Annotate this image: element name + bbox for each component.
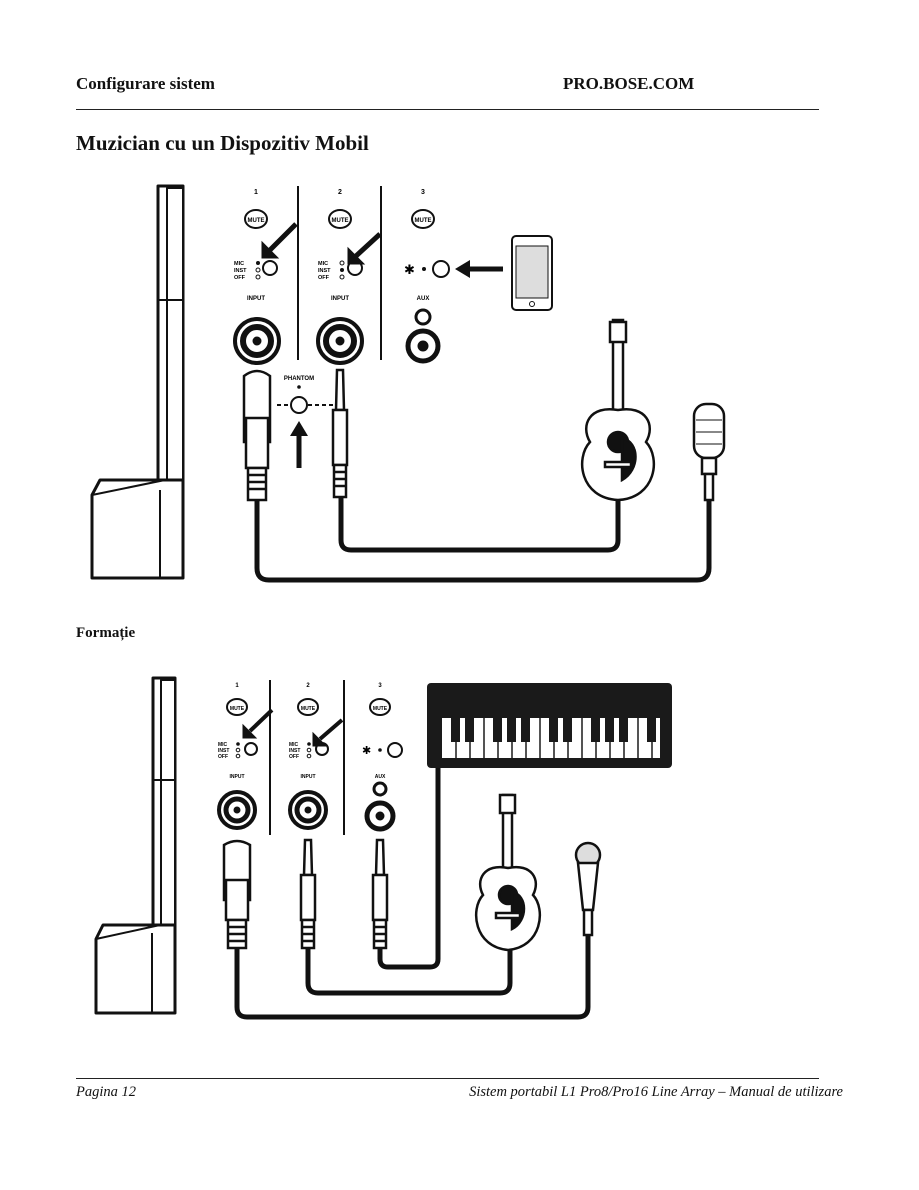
channel-3-mute-button bbox=[369, 698, 391, 716]
mute-label: MUTE bbox=[332, 218, 349, 224]
figure-musician-mobile: 1 2 3 MUTE MUTE MUTE MIC INST OFF MIC IN… bbox=[90, 184, 726, 583]
xlr-plug bbox=[242, 369, 272, 502]
off-label: OFF bbox=[318, 275, 330, 281]
channel-1-mute-button bbox=[226, 698, 248, 716]
manual-title: Sistem portabil L1 Pro8/Pro16 Line Array… bbox=[469, 1084, 843, 1100]
page-number: Pagina 12 bbox=[76, 1084, 137, 1100]
aux-label: AUX bbox=[417, 296, 430, 302]
channel-1-number: 1 bbox=[235, 683, 239, 689]
bluetooth-icon: ✱ bbox=[404, 262, 415, 277]
tonematch-button-1 bbox=[262, 260, 278, 276]
channel-1-mute-button bbox=[244, 209, 268, 229]
acoustic-guitar bbox=[474, 793, 542, 952]
inst-label: INST bbox=[289, 748, 300, 754]
off-label: OFF bbox=[218, 754, 228, 760]
quarter-inch-plug bbox=[371, 838, 389, 950]
mute-label: MUTE bbox=[373, 706, 388, 712]
mute-label: MUTE bbox=[230, 706, 245, 712]
mobile-phone bbox=[511, 235, 553, 311]
condenser-microphone bbox=[692, 402, 726, 502]
quarter-inch-plug bbox=[331, 368, 349, 499]
keyboard-instrument bbox=[427, 683, 672, 768]
mic-label: MIC bbox=[234, 261, 244, 267]
aux-jack-small bbox=[372, 781, 388, 797]
input-label: INPUT bbox=[331, 296, 349, 302]
header-rule bbox=[76, 109, 819, 110]
channel-2-mute-button bbox=[328, 209, 352, 229]
channel-3-number: 3 bbox=[421, 189, 425, 196]
channel-2-number: 2 bbox=[306, 683, 310, 689]
figure-band: 1 2 3 MUTE MUTE MUTE MIC INST OFF MIC IN… bbox=[94, 676, 672, 1020]
channel-3-number: 3 bbox=[378, 683, 382, 689]
arrow-left-icon bbox=[455, 260, 470, 278]
mic-label: MIC bbox=[218, 742, 228, 748]
header-website: PRO.BOSE.COM bbox=[563, 74, 695, 93]
line-array-speaker bbox=[90, 184, 185, 580]
input-label: INPUT bbox=[247, 296, 265, 302]
inst-label: INST bbox=[318, 268, 331, 274]
bluetooth-pair-button bbox=[432, 260, 450, 278]
input-label: INPUT bbox=[301, 774, 316, 780]
input-label: INPUT bbox=[230, 774, 245, 780]
bluetooth-pair-button bbox=[387, 742, 403, 758]
line-array-speaker bbox=[94, 676, 177, 1015]
subsection-title: Formație bbox=[76, 625, 136, 641]
mic-label: MIC bbox=[289, 742, 299, 748]
phantom-label: PHANTOM bbox=[284, 376, 314, 382]
inst-label: INST bbox=[234, 268, 247, 274]
mute-label: MUTE bbox=[415, 218, 432, 224]
phantom-power-button bbox=[290, 396, 308, 414]
bluetooth-icon: ✱ bbox=[362, 745, 371, 757]
mic-label: MIC bbox=[318, 261, 328, 267]
header-section-title: Configurare sistem bbox=[76, 74, 215, 93]
page-title: Muzician cu un Dispozitiv Mobil bbox=[76, 131, 369, 155]
acoustic-guitar bbox=[580, 318, 656, 502]
handheld-microphone bbox=[574, 841, 602, 937]
aux-label: AUX bbox=[375, 774, 386, 780]
quarter-inch-plug bbox=[299, 838, 317, 950]
off-label: OFF bbox=[234, 275, 246, 281]
arrow-up-icon bbox=[290, 421, 308, 436]
off-label: OFF bbox=[289, 754, 299, 760]
aux-jack-small bbox=[414, 308, 432, 326]
tonematch-button-1 bbox=[244, 742, 258, 756]
channel-2-number: 2 bbox=[338, 189, 342, 196]
channel-3-mute-button bbox=[411, 209, 435, 229]
xlr-plug bbox=[222, 839, 252, 950]
channel-2-mute-button bbox=[297, 698, 319, 716]
footer-rule bbox=[76, 1078, 819, 1079]
mute-label: MUTE bbox=[301, 706, 316, 712]
inst-label: INST bbox=[218, 748, 229, 754]
channel-1-number: 1 bbox=[254, 189, 258, 196]
mute-label: MUTE bbox=[248, 218, 265, 224]
